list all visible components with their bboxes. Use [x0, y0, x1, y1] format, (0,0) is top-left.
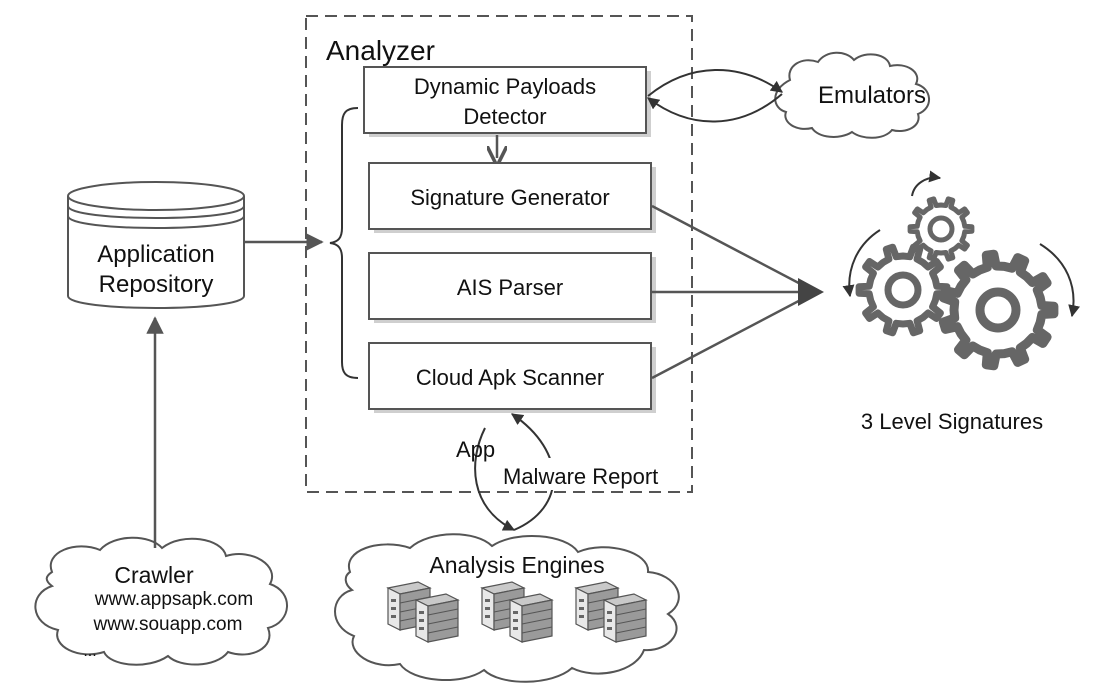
server-icon — [508, 593, 554, 643]
analysis-engines-label: Analysis Engines — [429, 552, 604, 578]
gear-rotation-arc-top — [911, 170, 942, 197]
analyzer-title: Analyzer — [326, 35, 435, 66]
crawler-site-2: www.souapp.com — [93, 614, 243, 635]
detector-emulators-arrow-in — [647, 93, 783, 123]
crawler-title: Crawler — [114, 562, 194, 588]
crawler-cloud: Crawler www.appsapk.com www.souapp.com .… — [34, 536, 288, 666]
crawler-site-1: www.appsapk.com — [94, 589, 253, 610]
emulators-cloud: Emulators — [774, 51, 930, 139]
server-racks — [386, 581, 648, 643]
signature-generator-label: Signature Generator — [410, 185, 609, 210]
repository-label-1: Application — [97, 241, 214, 268]
analysis-engines-cloud: Analysis Engines — [334, 533, 680, 683]
gear-hole — [975, 287, 1021, 333]
gear-rotation-arc-right — [1039, 243, 1080, 318]
gear-hole — [884, 271, 922, 309]
analyzer-container: Analyzer — [305, 15, 693, 493]
signatures-label: 3 Level Signatures — [861, 409, 1043, 434]
gear-hole — [927, 215, 955, 243]
server-icon — [602, 593, 648, 643]
signatures-arrowhead — [798, 278, 824, 306]
gear-rotation-arc-left — [842, 229, 881, 298]
server-icon — [414, 593, 460, 643]
malware-report-flow-label: Malware Report — [503, 464, 658, 489]
signature-generator-box: Signature Generator — [368, 162, 656, 233]
gears-icon — [855, 196, 1059, 371]
repository-label-2: Repository — [99, 271, 214, 298]
application-repository: Application Repository — [67, 181, 245, 309]
dynamic-payloads-detector-label-2: Detector — [463, 104, 546, 129]
module-group-brace — [329, 107, 359, 379]
app-flow-label: App — [456, 437, 495, 462]
dynamic-payloads-detector-label-1: Dynamic Payloads — [414, 74, 596, 99]
app-flow-arrow — [474, 427, 516, 531]
ais-parser-label: AIS Parser — [457, 275, 563, 300]
emulators-label: Emulators — [818, 82, 926, 109]
crawler-site-more: ... — [83, 643, 96, 660]
cloud-apk-scanner-box: Cloud Apk Scanner — [368, 342, 656, 413]
ais-parser-box: AIS Parser — [368, 252, 656, 323]
cloud-apk-scanner-label: Cloud Apk Scanner — [416, 365, 604, 390]
dynamic-payloads-detector-box: Dynamic Payloads Detector — [363, 66, 651, 137]
detector-emulators-arrow-out — [647, 69, 783, 97]
generator-to-signatures-arrow — [651, 204, 813, 292]
server-icon — [386, 581, 432, 631]
scanner-to-signatures-arrow — [651, 292, 813, 380]
